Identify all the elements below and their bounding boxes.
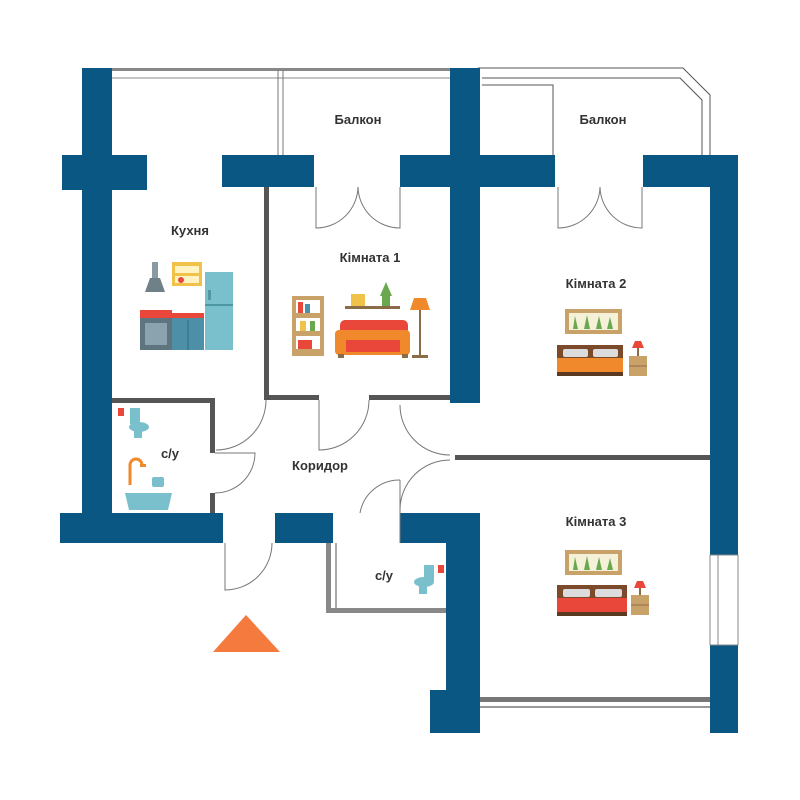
balcony-right-label: Балкон — [580, 112, 627, 127]
kitchen-shelf-icon — [172, 262, 202, 286]
wall-shelf-icon — [345, 282, 400, 309]
room2-label: Кімната 2 — [566, 276, 627, 291]
kitchen-label: Кухня — [171, 223, 209, 238]
toilet-icon — [414, 565, 444, 594]
room1-furniture — [292, 282, 430, 358]
nightstand-icon — [631, 581, 649, 615]
sofa-icon — [335, 320, 410, 358]
fridge-icon — [205, 272, 233, 350]
corridor-label: Коридор — [292, 458, 348, 473]
range-hood-icon — [145, 262, 165, 292]
floor-lamp-icon — [410, 298, 430, 358]
bathroom-fixtures — [118, 408, 444, 594]
bed-icon — [557, 585, 627, 616]
bathroom-small-label: с/у — [375, 568, 394, 583]
toilet-icon — [118, 408, 149, 438]
bathroom-main-label: с/у — [161, 446, 180, 461]
room-labels: Балкон Балкон Кухня Кімната 1 Кімната 2 … — [161, 112, 627, 583]
balcony-left-label: Балкон — [335, 112, 382, 127]
room2-furniture — [557, 309, 647, 376]
walls — [60, 68, 738, 733]
nightstand-icon — [629, 341, 647, 376]
kitchen-furniture — [140, 262, 233, 350]
balcony-outlines — [110, 67, 711, 155]
kitchen-cabinet-icon — [172, 313, 204, 350]
interior-walls — [112, 187, 739, 708]
kitchen-stove-icon — [140, 310, 172, 350]
room3-furniture — [557, 550, 649, 616]
entrance-arrow-icon — [213, 615, 280, 652]
room3-label: Кімната 3 — [566, 514, 627, 529]
painting-icon — [565, 550, 622, 575]
room1-label: Кімната 1 — [340, 250, 401, 265]
bathtub-icon — [125, 457, 172, 510]
bed-icon — [557, 345, 623, 376]
painting-icon — [565, 309, 622, 334]
doors — [214, 186, 643, 591]
bookshelf-icon — [292, 296, 324, 356]
